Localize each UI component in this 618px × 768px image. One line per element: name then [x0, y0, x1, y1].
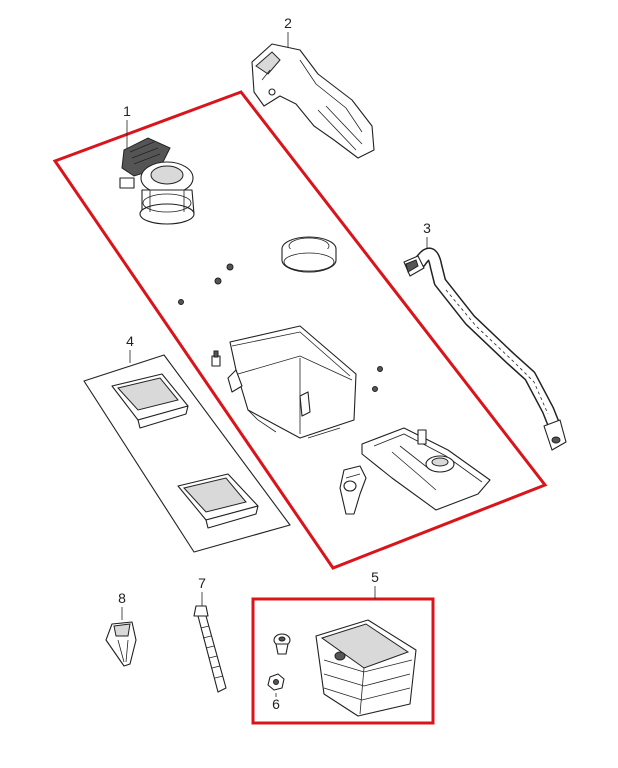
callout-7[interactable]: 7	[198, 575, 206, 606]
callout-6-label: 6	[272, 696, 280, 712]
callout-7-label: 7	[198, 575, 206, 591]
callout-1-label: 1	[123, 103, 131, 119]
callout-3[interactable]: 3	[423, 220, 431, 250]
callout-5-label: 5	[371, 569, 379, 585]
part-5-clip[interactable]	[273, 633, 291, 655]
assembly-5-highlight-frame[interactable]	[251, 597, 435, 725]
assembly-1-highlight-frame[interactable]	[52, 90, 548, 570]
part-5-storage-bin[interactable]	[315, 619, 417, 717]
callout-8-label: 8	[118, 590, 126, 606]
part-6-nut[interactable]	[267, 673, 285, 691]
callout-3-label: 3	[423, 220, 431, 236]
part-1-blower-motor[interactable]	[119, 137, 195, 225]
callout-8[interactable]: 8	[118, 590, 126, 620]
part-4-tray-kit[interactable]	[83, 354, 291, 553]
part-1-control-plate[interactable]	[361, 427, 491, 511]
part-3-hose[interactable]	[403, 247, 567, 451]
part-1-housing-box[interactable]	[227, 325, 357, 439]
part-1-mount-bracket[interactable]	[339, 465, 367, 515]
callout-1[interactable]: 1	[123, 103, 131, 148]
part-4-tray-lower	[177, 473, 259, 529]
callout-4-label: 4	[126, 333, 134, 349]
part-8-clip[interactable]	[105, 621, 137, 667]
part-1-fasteners[interactable]	[178, 263, 383, 392]
callout-2-label: 2	[284, 15, 292, 31]
callout-6[interactable]: 6	[272, 693, 280, 712]
part-1-duct-ring[interactable]	[281, 236, 337, 273]
part-7-push-pin[interactable]	[193, 605, 227, 693]
part-4-tray-upper	[111, 373, 189, 429]
callout-5[interactable]: 5	[371, 569, 379, 599]
part-2-bracket[interactable]	[251, 43, 375, 159]
callout-4[interactable]: 4	[126, 333, 134, 363]
callout-2[interactable]: 2	[284, 15, 292, 48]
